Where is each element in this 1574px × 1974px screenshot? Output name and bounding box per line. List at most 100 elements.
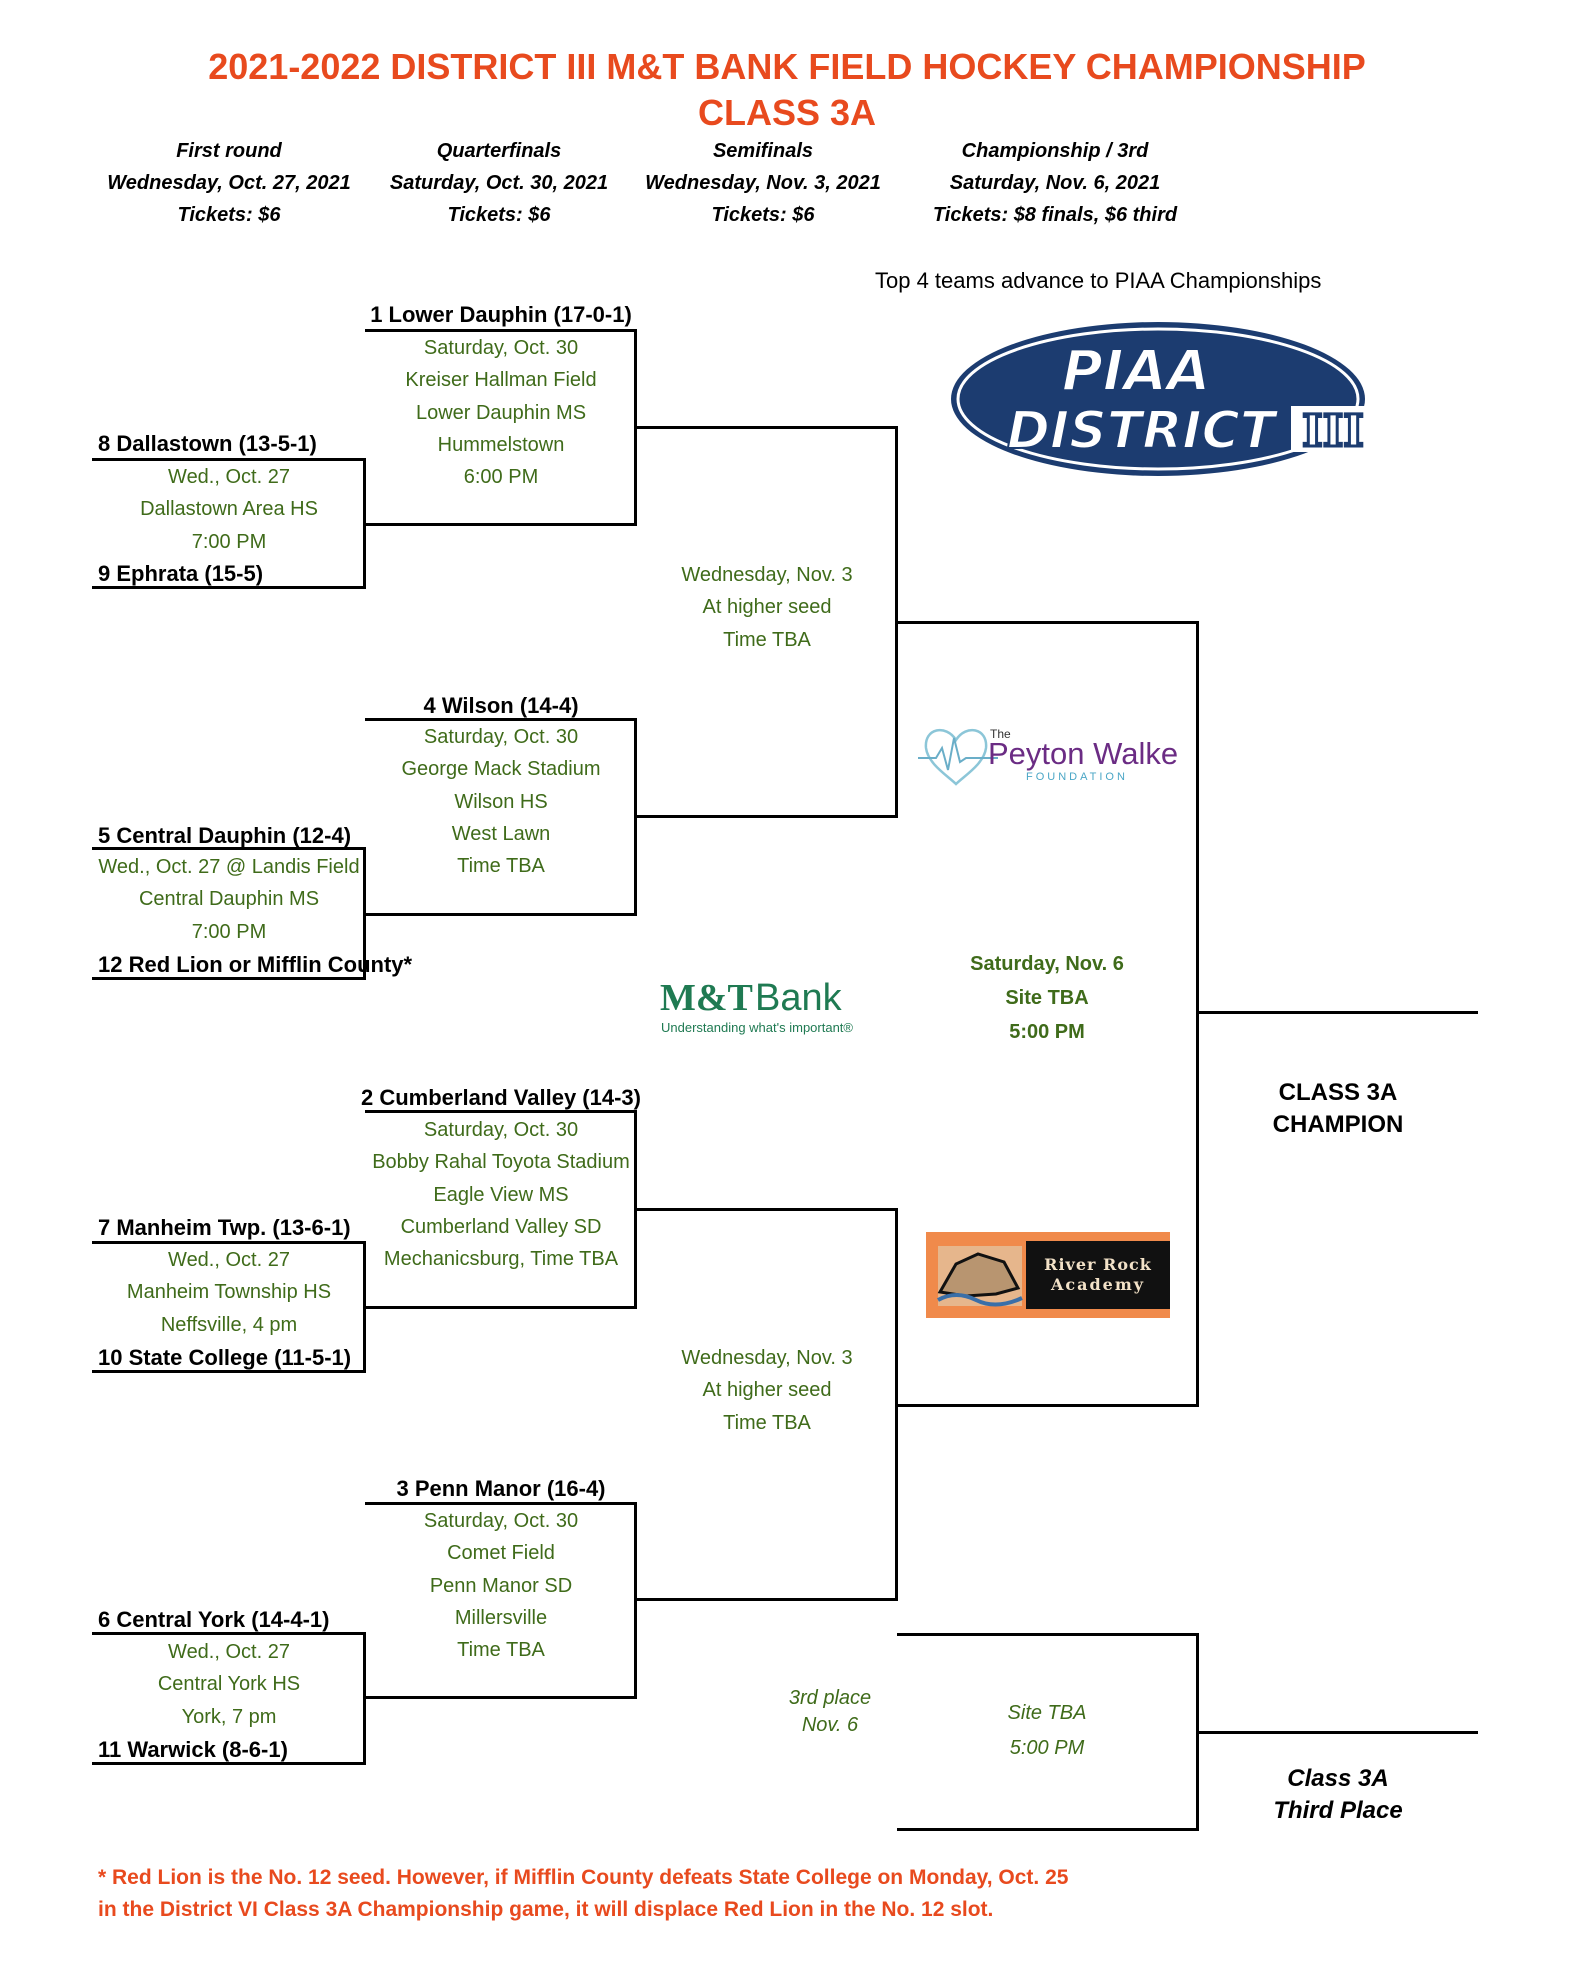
river-rock-line2-text: Academy — [1050, 1275, 1145, 1294]
bracket-line — [92, 586, 366, 589]
game-info-qf3: Saturday, Oct. 30 Bobby Rahal Toyota Sta… — [365, 1114, 637, 1275]
round-tickets: Tickets: $8 finals, $6 third — [932, 204, 1178, 226]
bracket-line — [897, 1404, 1199, 1407]
footnote-line1: * Red Lion is the No. 12 seed. However, … — [98, 1866, 1069, 1889]
game-info-fr2: Wed., Oct. 27 @ Landis Field Central Dau… — [92, 851, 366, 948]
bracket-line — [92, 458, 366, 461]
team-seed-12: 12 Red Lion or Mifflin County* — [98, 952, 413, 977]
game-town: West Lawn — [451, 822, 551, 845]
round-header-quarterfinals: Quarterfinals Saturday, Oct. 30, 2021 Ti… — [369, 135, 629, 231]
third-label-date: Nov. 6 — [801, 1714, 859, 1736]
piaa-district-logo: PIAA DISTRICT III — [946, 320, 1378, 480]
piaa-logo-graphic: PIAA DISTRICT III — [951, 322, 1375, 476]
round-name: First round — [176, 140, 282, 162]
team-seed-2: 2 Cumberland Valley (14-3) — [361, 1085, 641, 1110]
peyton-foundation-text: FOUNDATION — [1026, 771, 1128, 783]
round-header-first: First round Wednesday, Oct. 27, 2021 Tic… — [99, 135, 359, 231]
game-time: Time TBA — [723, 628, 811, 651]
peyton-the-text: The — [990, 727, 1011, 741]
round-date: Saturday, Nov. 6, 2021 — [949, 172, 1161, 194]
team-seed-4: 4 Wilson (14-4) — [423, 693, 579, 718]
team-seed-5: 5 Central Dauphin (12-4) — [98, 823, 352, 848]
river-rock-line1-text: River Rock — [1044, 1255, 1152, 1274]
round-name: Championship / 3rd — [961, 140, 1149, 162]
page-subtitle: CLASS 3A — [697, 92, 877, 133]
bracket-line — [365, 329, 637, 332]
game-venue: Kreiser Hallman Field — [405, 369, 597, 392]
advance-note: Top 4 teams advance to PIAA Championship… — [875, 268, 1322, 293]
bracket-line — [363, 458, 366, 589]
bracket-line — [92, 1762, 366, 1765]
bracket-line — [634, 1502, 637, 1699]
game-date: Wed., Oct. 27 — [168, 466, 290, 488]
third-place-line1: Class 3A — [1287, 1765, 1389, 1792]
game-time: Time TBA — [723, 1411, 811, 1434]
bracket-line — [1198, 1731, 1478, 1734]
peyton-walker-logo: The Peyton Walker FOUNDATION — [918, 718, 1188, 788]
third-place-label: 3rd place Nov. 6 — [740, 1685, 920, 1739]
piaa-text: PIAA — [1062, 339, 1211, 404]
game-date: Saturday, Nov. 6 — [970, 953, 1124, 975]
bracket-line — [895, 426, 898, 818]
team-seed-1: 1 Lower Dauphin (17-0-1) — [370, 302, 632, 327]
bracket-line — [363, 847, 366, 980]
round-tickets: Tickets: $6 — [177, 204, 281, 226]
game-info-sf2: Wednesday, Nov. 3 At higher seed Time TB… — [636, 1342, 898, 1439]
game-info-qf2: Saturday, Oct. 30 George Mack Stadium Wi… — [365, 721, 637, 882]
footnote: * Red Lion is the No. 12 seed. However, … — [98, 1862, 1068, 1926]
third-label-text: 3rd place — [788, 1687, 872, 1709]
game-time: 5:00 PM — [1009, 1737, 1085, 1759]
bracket-line — [92, 1632, 366, 1635]
champion-label: CLASS 3A CHAMPION — [1218, 1077, 1458, 1141]
game-date: Saturday, Oct. 30 — [423, 337, 579, 359]
game-time: Neffsville, 4 pm — [160, 1313, 298, 1336]
team-seed-6: 6 Central York (14-4-1) — [98, 1607, 330, 1632]
game-info-final: Saturday, Nov. 6 Site TBA 5:00 PM — [897, 947, 1197, 1049]
team-seed-9: 9 Ephrata (15-5) — [98, 561, 264, 586]
team-seed-10: 10 State College (11-5-1) — [98, 1345, 352, 1370]
team-seed-11: 11 Warwick (8-6-1) — [98, 1737, 288, 1762]
round-name: Quarterfinals — [436, 140, 562, 162]
mt-name-text: M&T — [660, 977, 753, 1019]
bracket-line — [634, 329, 637, 526]
game-time: Mechanicsburg, Time TBA — [383, 1248, 619, 1271]
bracket-line — [365, 1110, 637, 1113]
bracket-line — [365, 913, 637, 916]
game-info-fr4: Wed., Oct. 27 Central York HS York, 7 pm — [92, 1636, 366, 1733]
bracket-line — [897, 621, 1199, 624]
bracket-line — [636, 1598, 898, 1601]
game-info-fr1: Wed., Oct. 27 Dallastown Area HS 7:00 PM — [92, 461, 366, 558]
round-tickets: Tickets: $6 — [447, 204, 551, 226]
bracket-line — [1196, 1633, 1199, 1831]
mt-tagline-text: Understanding what's important® — [661, 1020, 853, 1035]
game-site: Site TBA — [1007, 1702, 1087, 1724]
game-info-third: Site TBA 5:00 PM — [897, 1696, 1197, 1766]
third-place-result-label: Class 3A Third Place — [1218, 1763, 1458, 1827]
game-school: Eagle View MS — [433, 1183, 569, 1206]
bracket-line — [897, 1633, 1199, 1636]
bracket-line — [92, 1241, 366, 1244]
roman-numeral-text: III — [1302, 406, 1364, 457]
game-info-sf1: Wednesday, Nov. 3 At higher seed Time TB… — [636, 559, 898, 656]
bracket-line — [634, 718, 637, 916]
round-header-semifinals: Semifinals Wednesday, Nov. 3, 2021 Ticke… — [633, 135, 893, 231]
round-date: Saturday, Oct. 30, 2021 — [389, 172, 609, 194]
mt-logo-graphic: M&T Bank Understanding what's important® — [660, 977, 853, 1035]
bracket-line — [1198, 1011, 1478, 1014]
bracket-line — [365, 1696, 637, 1699]
champion-line1: CLASS 3A — [1278, 1079, 1398, 1106]
bracket-line — [92, 1370, 366, 1373]
game-date: Wed., Oct. 27 @ Landis Field — [98, 856, 360, 878]
bracket-line — [636, 815, 898, 818]
game-venue: Central York HS — [157, 1673, 301, 1696]
team-seed-8: 8 Dallastown (13-5-1) — [98, 431, 317, 456]
game-town: Hummelstown — [437, 433, 565, 456]
game-time: 6:00 PM — [463, 466, 539, 489]
team-seed-3: 3 Penn Manor (16-4) — [396, 1476, 606, 1501]
game-venue: Dallastown Area HS — [140, 498, 318, 521]
game-date: Wednesday, Nov. 3 — [681, 564, 853, 586]
round-date: Wednesday, Oct. 27, 2021 — [107, 172, 351, 194]
game-date: Saturday, Oct. 30 — [423, 1119, 579, 1141]
bracket-line — [365, 1502, 637, 1505]
bracket-line — [634, 1110, 637, 1309]
